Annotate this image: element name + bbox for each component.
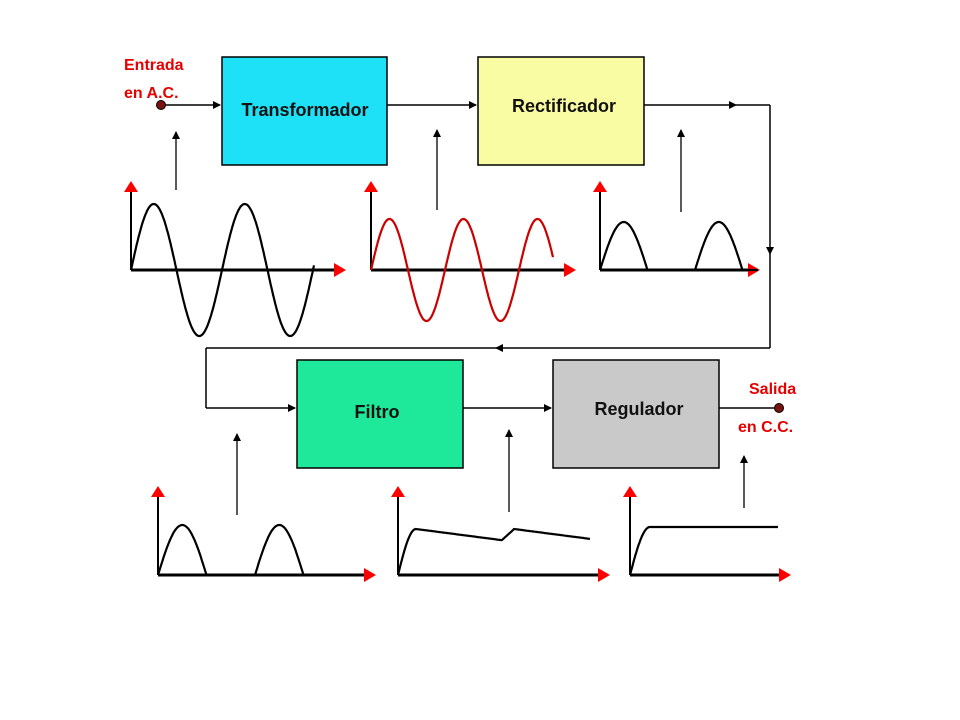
waveform-panel-filtered-ripple (391, 486, 610, 582)
waveform-panel-ac-transformed (364, 181, 576, 323)
x-axis-arrowhead (334, 263, 346, 277)
y-axis-arrowhead (391, 486, 405, 497)
regulator-box (552, 359, 720, 469)
regulator-block: Regulador (552, 359, 720, 469)
filter-box (296, 359, 464, 469)
transformer-block: Transformador (221, 56, 388, 166)
x-axis-arrowhead (779, 568, 791, 582)
waveform-curve (628, 525, 778, 576)
waveform-curve (598, 220, 758, 272)
filter-block: Filtro (296, 359, 464, 469)
output-label-line2: en C.C. (738, 419, 793, 436)
waveform-panel-half-wave-rectified (593, 181, 760, 277)
pointer-arrows (172, 129, 748, 515)
transformer-label: Transformador (241, 100, 368, 120)
x-axis-arrowhead (364, 568, 376, 582)
y-axis-arrowhead (364, 181, 378, 192)
input-label-line1: Entrada (124, 57, 184, 74)
y-axis-arrowhead (124, 181, 138, 192)
regulator-label: Regulador (594, 399, 683, 419)
filter-label: Filtro (355, 402, 400, 422)
x-axis-arrowhead (598, 568, 610, 582)
y-axis-arrowhead (151, 486, 165, 497)
x-axis-arrowhead (564, 263, 576, 277)
waveform-curve (369, 217, 555, 323)
waveform-curve (396, 527, 591, 576)
rectifier-block: Rectificador (477, 56, 645, 166)
transformer-box (221, 56, 388, 166)
rectifier-label: Rectificador (512, 96, 616, 116)
output-label-line1: Salida (749, 381, 796, 398)
waveform-curve (156, 523, 348, 577)
waveform-curve (129, 202, 316, 338)
waveform-panel-regulated-dc (623, 486, 791, 582)
rectifier-box (477, 56, 645, 166)
y-axis-arrowhead (593, 181, 607, 192)
signal-flow (164, 101, 775, 412)
input-label-line2: en A.C. (124, 85, 179, 102)
waveform-panel-ac-input (124, 181, 346, 338)
y-axis-arrowhead (623, 486, 637, 497)
waveform-panels (124, 181, 791, 582)
input-terminal (156, 100, 166, 110)
waveform-panel-half-wave-before-filter (151, 486, 376, 582)
output-terminal (774, 403, 784, 413)
